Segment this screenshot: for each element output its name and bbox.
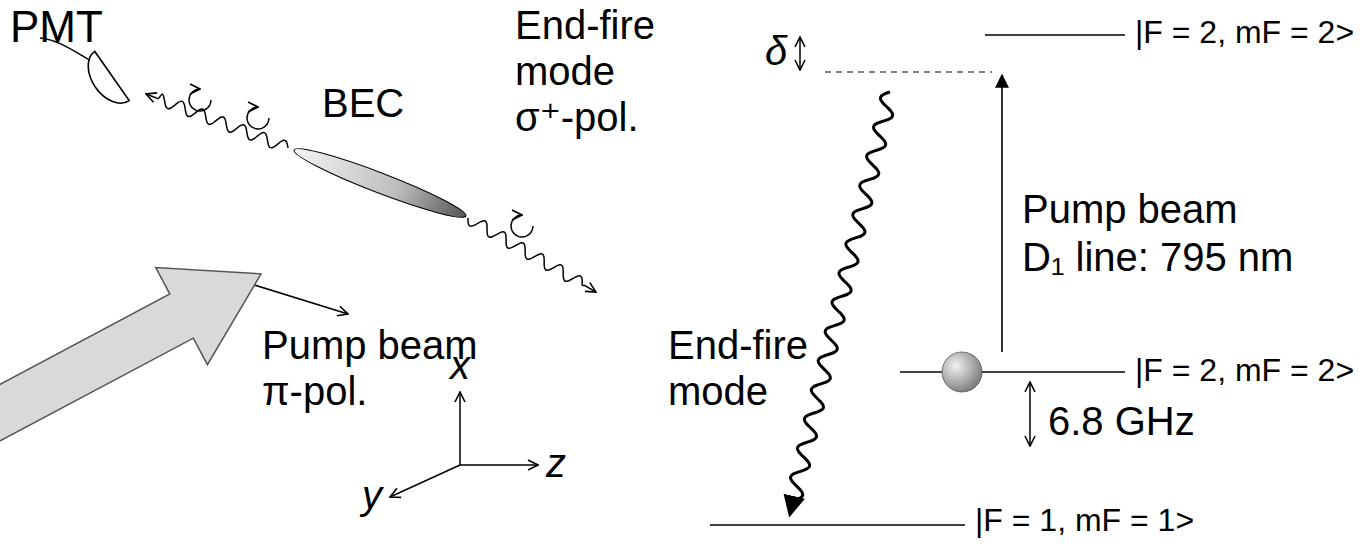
level-label: |F = 2, mF = 2> <box>1135 352 1354 389</box>
splitting-label: 6.8 GHz <box>1048 398 1195 444</box>
ground-level-upper <box>900 371 1125 373</box>
axis-label: z <box>546 440 566 486</box>
virtual-level <box>825 71 992 72</box>
photon-wave <box>146 94 288 148</box>
emission-wave <box>790 92 893 514</box>
pump-beam-arrow <box>0 225 287 477</box>
axis-label: x <box>450 342 470 388</box>
level-label: |F = 2, mF = 2> <box>1135 14 1354 51</box>
excited-level <box>985 34 1125 36</box>
beam-label: Pump beam <box>1022 186 1238 232</box>
pmt-symbol <box>78 51 129 112</box>
ground-level-lower <box>710 524 965 526</box>
axis-label: y <box>362 472 382 518</box>
splitting-arrow <box>1029 382 1031 446</box>
level-label: |F = 1, mF = 1> <box>975 502 1194 539</box>
axis-x <box>459 392 461 465</box>
axis-y <box>390 465 460 497</box>
circular-polarization-curl <box>511 215 533 237</box>
circular-polarization-curl <box>189 89 211 111</box>
sample-label: BEC <box>322 80 404 126</box>
mode-label: End-fire mode σ⁺-pol. <box>515 2 665 140</box>
device-label: PMT <box>10 2 103 53</box>
circular-polarization-curl <box>247 107 269 129</box>
detuning-label: δ <box>765 28 787 74</box>
axis-z <box>460 464 538 466</box>
atom-sphere <box>942 352 982 392</box>
detuning-arrow <box>799 37 801 70</box>
beam-label: D₁ line: 795 nm <box>1022 234 1293 280</box>
pump-transition-arrow <box>1001 76 1003 352</box>
bec-cloud <box>291 141 470 226</box>
mode-label: End-fire mode <box>668 322 818 414</box>
